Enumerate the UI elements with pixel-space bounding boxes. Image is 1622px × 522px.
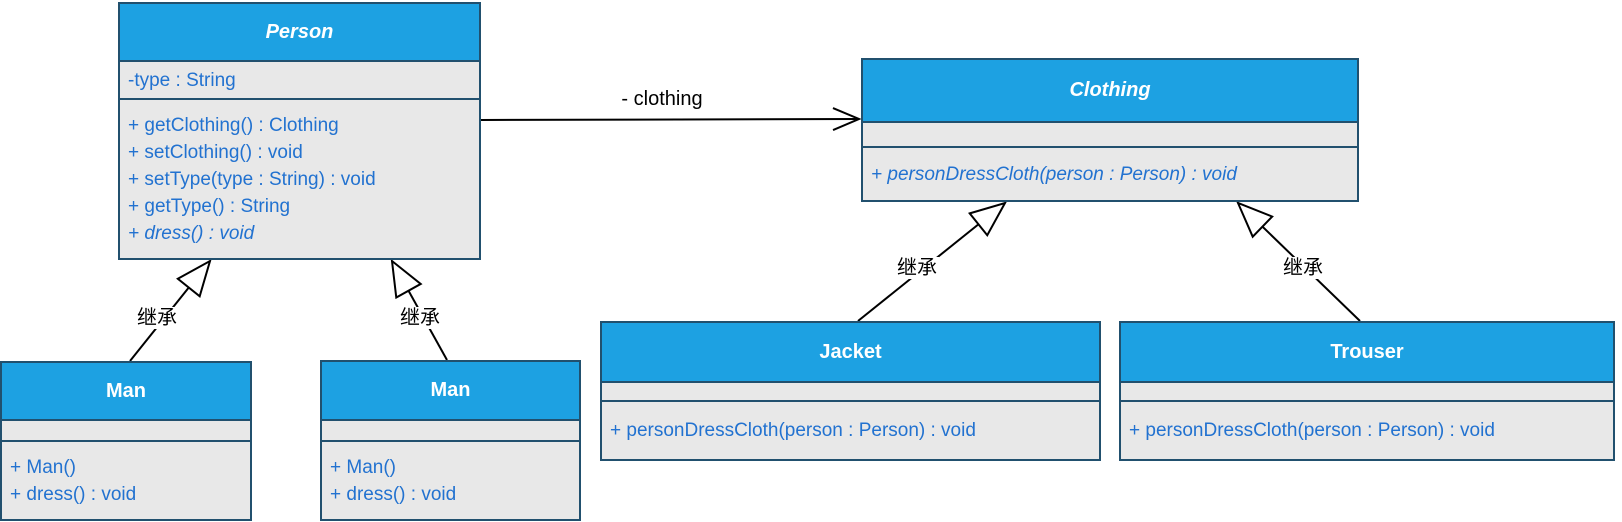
- class-header: Trouser: [1121, 323, 1613, 381]
- methods-section: + getClothing() : Clothing + setClothing…: [120, 98, 479, 258]
- methods-section: + personDressCloth(person : Person) : vo…: [602, 400, 1099, 459]
- inheritance-label: 继承: [1281, 257, 1325, 279]
- method-row: + getType() : String: [128, 195, 291, 217]
- class-title: Man: [430, 379, 471, 401]
- class-box-person[interactable]: Person -type : String + getClothing() : …: [118, 2, 481, 260]
- attributes-section: [2, 419, 250, 440]
- attribute-row: -type : String: [128, 69, 236, 91]
- methods-section: + Man() + dress() : void: [2, 440, 250, 519]
- method-row: + Man(): [10, 456, 76, 478]
- class-title: Clothing: [1069, 79, 1151, 101]
- class-header: Clothing: [863, 60, 1357, 121]
- class-title: Person: [265, 20, 334, 43]
- class-header: Person: [120, 4, 479, 60]
- inheritance-label: 继承: [135, 307, 179, 329]
- class-box-trouser[interactable]: Trouser + personDressCloth(person : Pers…: [1119, 321, 1615, 461]
- method-row: + personDressCloth(person : Person) : vo…: [871, 163, 1237, 185]
- class-box-man-right[interactable]: Man + Man() + dress() : void: [320, 360, 581, 521]
- attributes-section: [602, 381, 1099, 400]
- method-row: + personDressCloth(person : Person) : vo…: [610, 420, 976, 441]
- attributes-section: -type : String: [120, 60, 479, 98]
- method-row: + dress() : void: [10, 483, 137, 505]
- method-row: + setClothing() : void: [128, 141, 303, 163]
- attributes-section: [863, 121, 1357, 146]
- association-label: - clothing: [619, 88, 705, 110]
- attributes-section: [1121, 381, 1613, 400]
- association-edge-person-clothing[interactable]: [480, 119, 859, 120]
- class-title: Trouser: [1330, 340, 1404, 363]
- method-row: + setType(type : String) : void: [128, 168, 376, 190]
- class-box-clothing[interactable]: Clothing + personDressCloth(person : Per…: [861, 58, 1359, 202]
- method-row: + dress() : void: [330, 483, 457, 505]
- methods-section: + personDressCloth(person : Person) : vo…: [1121, 400, 1613, 459]
- class-header: Man: [2, 363, 250, 419]
- class-header: Man: [322, 362, 579, 419]
- inheritance-label: 继承: [895, 257, 939, 279]
- methods-section: + personDressCloth(person : Person) : vo…: [863, 146, 1357, 200]
- method-row: + personDressCloth(person : Person) : vo…: [1129, 420, 1495, 441]
- method-row: + dress() : void: [128, 222, 255, 244]
- methods-section: + Man() + dress() : void: [322, 440, 579, 519]
- class-box-jacket[interactable]: Jacket + personDressCloth(person : Perso…: [600, 321, 1101, 461]
- method-row: + getClothing() : Clothing: [128, 114, 339, 136]
- class-title: Jacket: [819, 340, 882, 363]
- attributes-section: [322, 419, 579, 440]
- inheritance-label: 继承: [398, 307, 442, 329]
- class-box-man-left[interactable]: Man + Man() + dress() : void: [0, 361, 252, 521]
- class-header: Jacket: [602, 323, 1099, 381]
- method-row: + Man(): [330, 456, 396, 478]
- class-title: Man: [106, 379, 146, 402]
